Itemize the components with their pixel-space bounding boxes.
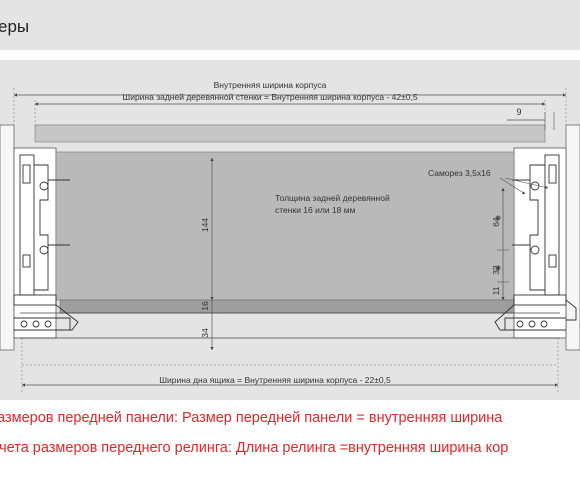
- bottom-width-label: Ширина дна ящика = Внутренняя ширина кор…: [159, 375, 391, 385]
- dimension-9-label: 9: [516, 107, 521, 117]
- dimension-34-label: 34: [200, 328, 210, 338]
- right-rail-hardware: [494, 154, 577, 331]
- dimension-11-label: 11: [491, 286, 501, 295]
- right-cabinet-wall: [565, 124, 580, 351]
- front-rail-note: счета размеров переднего релинга: Длина …: [0, 440, 580, 456]
- left-cabinet-wall: [0, 124, 15, 351]
- dimension-64-label: 64: [491, 217, 501, 227]
- page-title: еры: [0, 17, 30, 36]
- front-panel-note: размеров передней панели: Размер передне…: [0, 410, 580, 426]
- front-panel-note-text: размеров передней панели: Размер передне…: [0, 410, 503, 426]
- left-rail-hardware: [13, 154, 79, 331]
- header-band: [0, 0, 580, 50]
- screw-label: Саморез 3,5х16: [428, 168, 491, 178]
- back-wall-panel: [55, 151, 515, 301]
- dimension-16-label: 16: [200, 301, 210, 311]
- thickness-label-line1: Толщина задней деревянной: [275, 193, 390, 203]
- back-panel-top: [34, 124, 546, 143]
- drawer-section-diagram: Внутренняя ширина корпуса Ширина задней …: [0, 80, 580, 392]
- cabinet-width-label: Внутренняя ширина корпуса: [214, 80, 327, 90]
- front-rail-note-text: счета размеров переднего релинга: Длина …: [0, 440, 509, 456]
- dimension-144-label: 144: [200, 218, 210, 232]
- screw-markers: [495, 215, 501, 271]
- dimension-32-label: 32: [491, 265, 501, 275]
- thickness-label-line2: стенки 16 или 18 мм: [275, 205, 356, 215]
- back-panel-width-label: Ширина задней деревянной стенки = Внутре…: [122, 92, 417, 102]
- drawer-bottom-panel: [59, 299, 515, 314]
- right-drawer-side: [513, 147, 567, 339]
